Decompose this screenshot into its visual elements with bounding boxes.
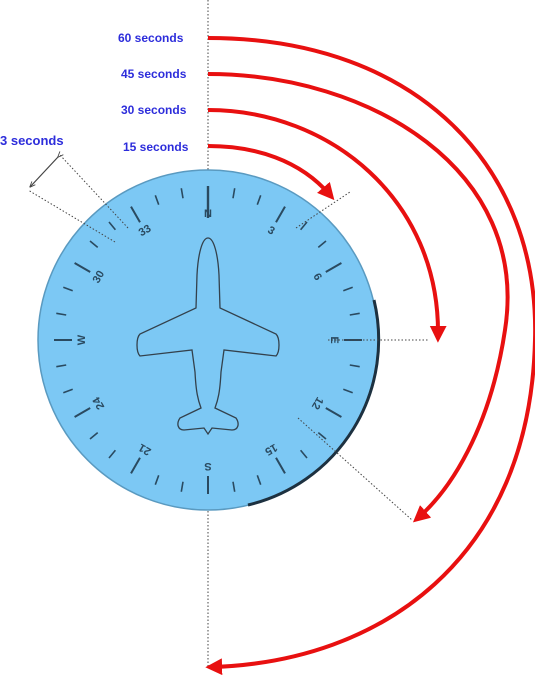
dial-tick xyxy=(180,481,184,492)
dial-tick xyxy=(275,206,286,223)
dial-tick xyxy=(56,312,67,316)
dial-tick xyxy=(317,240,327,249)
ref-line-w1 xyxy=(27,189,116,243)
dial-label: 12 xyxy=(309,395,326,412)
ref-line-30 xyxy=(295,191,351,229)
dial-tick xyxy=(325,262,342,273)
label-60-seconds: 60 seconds xyxy=(118,31,184,45)
dial-tick xyxy=(256,475,262,485)
dial-label: 33 xyxy=(137,223,154,240)
dial-tick xyxy=(74,262,91,273)
dial-label: 30 xyxy=(91,269,108,286)
dial-tick xyxy=(343,388,353,394)
dial-tick xyxy=(89,240,99,249)
ref-line-120 xyxy=(297,417,413,521)
ref-line-w2 xyxy=(59,154,129,229)
dial-tick xyxy=(317,431,327,440)
three-second-arrow xyxy=(30,157,58,187)
arrow-45-seconds xyxy=(207,72,510,523)
dial-tick xyxy=(130,206,141,223)
dial-tick xyxy=(56,364,67,368)
dial-tick xyxy=(256,195,262,205)
dial-label: 21 xyxy=(137,441,154,458)
label-3-seconds: 3 seconds xyxy=(0,133,64,148)
dial-tick xyxy=(130,457,141,474)
dial-tick xyxy=(154,195,160,205)
compass-dial xyxy=(37,169,379,511)
dial-tick xyxy=(63,388,73,394)
arrow-60-seconds xyxy=(205,36,535,676)
arrow-30-seconds xyxy=(207,108,447,343)
label-15-seconds: 15 seconds xyxy=(123,140,189,154)
dial-tick xyxy=(349,364,360,368)
label-45-seconds: 45 seconds xyxy=(121,67,187,81)
dial-tick xyxy=(343,286,353,292)
dial-label: S xyxy=(204,460,211,472)
dial-tick xyxy=(349,312,360,316)
dial-label: 6 xyxy=(310,271,323,282)
dial-tick xyxy=(275,457,286,474)
dial-tick xyxy=(108,449,117,459)
dial-label: E xyxy=(328,336,340,343)
arrow-15-seconds xyxy=(207,144,335,201)
dial-tick xyxy=(299,221,308,231)
dial-label: 3 xyxy=(265,224,276,237)
dial-tick xyxy=(325,407,342,418)
dial-tick xyxy=(232,481,236,492)
dial-tick xyxy=(180,188,184,199)
airplane-icon xyxy=(136,237,280,436)
dial-tick xyxy=(154,475,160,485)
dial-shadow-edge xyxy=(247,299,381,507)
dial-tick xyxy=(74,407,91,418)
dial-tick xyxy=(63,286,73,292)
dial-tick xyxy=(299,449,308,459)
dial-tick xyxy=(89,431,99,440)
dial-tick xyxy=(108,221,117,231)
dial-label: 15 xyxy=(263,441,280,458)
dial-label: W xyxy=(76,334,88,345)
dial-label: N xyxy=(204,208,212,220)
dial-tick xyxy=(232,188,236,199)
label-30-seconds: 30 seconds xyxy=(121,103,187,117)
